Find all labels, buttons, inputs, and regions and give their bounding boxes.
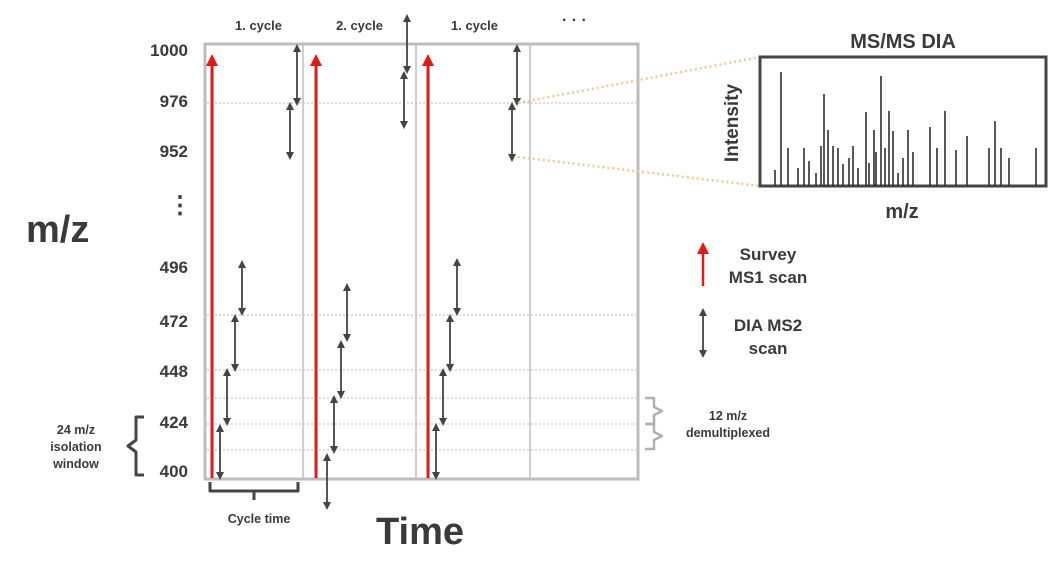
y-tick-label: 952 <box>159 142 188 161</box>
inset-title: MS/MS DIA <box>850 31 956 53</box>
spectrum-peaks <box>774 72 1037 186</box>
mz-gridlines <box>207 102 636 451</box>
legend-survey-label: Survey MS1 scan <box>728 245 808 287</box>
legend-dia-label: DIA MS2 scan <box>733 316 803 358</box>
dia-ms2-arrows <box>216 14 521 510</box>
cycle-label: 2. cycle <box>336 18 383 33</box>
demultiplexed-label: 12 m/z demultiplexed <box>685 409 771 440</box>
isolation-window-bracket <box>126 415 144 477</box>
y-tick-label: 1000 <box>150 41 188 60</box>
cycle-time-bracket <box>208 482 300 500</box>
y-tick-label: 976 <box>159 92 188 111</box>
y-tick-label: 400 <box>159 462 188 481</box>
y-axis-label: m/z <box>26 209 90 251</box>
cycle-label: 1. cycle <box>451 18 498 33</box>
isolation-window-label: 24 m/z isolation window <box>50 423 102 471</box>
cycle-time-label: Cycle time <box>227 512 291 526</box>
plot-frame <box>203 42 640 481</box>
cycle-continuation-ellipsis: · · · <box>562 12 587 29</box>
cycle-dividers <box>302 45 531 478</box>
inset-connectors <box>517 55 761 188</box>
demultiplexed-bracket-upper <box>645 396 664 426</box>
cycle-label: 1. cycle <box>235 18 282 33</box>
y-tick-label: 472 <box>159 312 188 331</box>
y-tick-label: 448 <box>159 362 188 381</box>
inset-x-axis-label: m/z <box>885 201 919 223</box>
x-axis-label: Time <box>376 511 465 553</box>
demultiplexed-bracket-lower <box>645 422 664 451</box>
inset-y-axis-label: Intensity <box>722 83 743 163</box>
y-tick-vertical-ellipsis: ⋮ <box>168 192 192 219</box>
y-tick-label: 424 <box>159 413 188 432</box>
survey-ms1-arrows <box>206 54 434 478</box>
y-tick-label: 496 <box>159 258 188 277</box>
